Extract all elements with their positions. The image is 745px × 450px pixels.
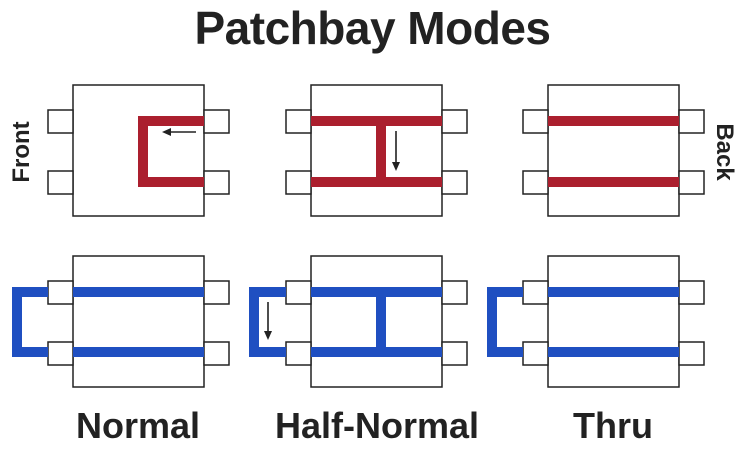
half-normal-top-panel <box>285 84 468 217</box>
front-jack-bottom <box>522 170 549 195</box>
thru-bottom-panel <box>487 255 705 388</box>
back-jack-bottom <box>441 341 468 366</box>
back-jack-top <box>203 109 230 134</box>
front-jack-top <box>285 280 312 305</box>
front-jack-top <box>47 109 74 134</box>
front-jack-bottom <box>47 170 74 195</box>
signal-arrow-head <box>392 162 400 171</box>
back-jack-top <box>441 280 468 305</box>
front-jack-top <box>47 280 74 305</box>
front-loop-signal <box>249 287 286 357</box>
signal-arrow-head <box>162 128 171 136</box>
back-jack-top <box>203 280 230 305</box>
front-jack-top <box>522 280 549 305</box>
back-jack-bottom <box>203 170 230 195</box>
thru-top-panel <box>522 84 705 217</box>
back-jack-bottom <box>203 341 230 366</box>
front-loop-signal <box>12 287 48 357</box>
jack-box <box>72 255 205 388</box>
signal-arrow-head <box>264 331 272 340</box>
diagram-title: Patchbay Modes <box>194 2 552 54</box>
back-jack-bottom <box>678 170 705 195</box>
jack-box <box>547 84 680 217</box>
back-jack-top <box>441 109 468 134</box>
front-jack-top <box>522 109 549 134</box>
normal-bottom-panel <box>12 255 230 388</box>
back-jack-bottom <box>441 170 468 195</box>
front-jack-bottom <box>522 341 549 366</box>
back-jack-bottom <box>678 341 705 366</box>
mode-label-half-normal: Half-Normal <box>274 405 480 446</box>
front-jack-bottom <box>285 170 312 195</box>
normal-top-panel <box>47 84 230 217</box>
normal-signal-path <box>138 116 204 187</box>
front-loop-signal <box>487 287 523 357</box>
mode-label-normal: Normal <box>75 405 201 446</box>
back-jack-top <box>678 109 705 134</box>
front-jack-bottom <box>47 341 74 366</box>
front-jack-bottom <box>285 341 312 366</box>
half-normal-bottom-panel <box>249 255 468 388</box>
jack-box <box>547 255 680 388</box>
back-jack-top <box>678 280 705 305</box>
mode-label-thru: Thru <box>573 405 653 446</box>
front-jack-top <box>285 109 312 134</box>
